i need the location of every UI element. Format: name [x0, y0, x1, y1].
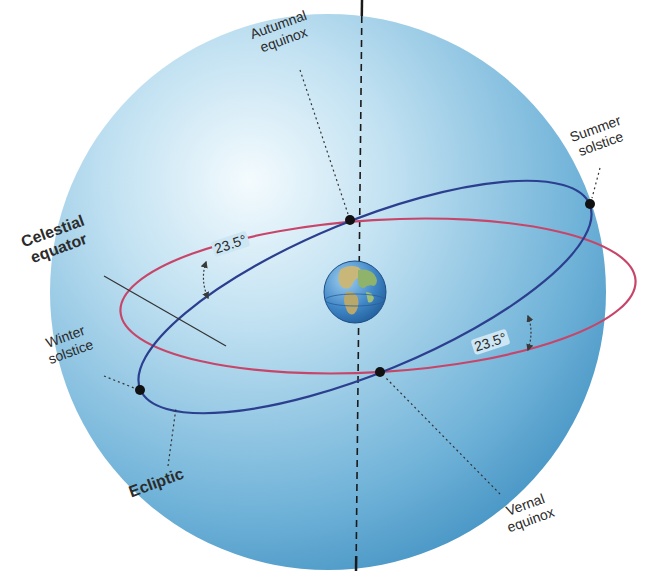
angle-arrow: [528, 316, 531, 350]
label-text: Ecliptic: [127, 465, 186, 500]
angle-arrow: [203, 262, 208, 298]
ecliptic: [111, 134, 618, 460]
leader-line: [104, 376, 134, 388]
circle-label: Ecliptic: [127, 465, 187, 502]
point-label: Vernal equinox: [489, 485, 568, 540]
celestial-equator: [116, 204, 640, 387]
angle-label: 23.5°: [210, 231, 250, 258]
leader-line: [385, 377, 500, 494]
label-text: Summer solstice: [568, 112, 626, 159]
axis-line: [355, 556, 358, 571]
leader-line: [104, 276, 226, 346]
point-label: Winter solstice: [29, 317, 108, 372]
label-text: 23.5°: [210, 231, 250, 258]
leader-line: [300, 70, 348, 214]
celestial-sphere: [50, 14, 606, 570]
circle-label: Celestial equator: [5, 207, 108, 274]
point-marker: [345, 215, 355, 225]
label-text: 23.5°: [470, 329, 510, 356]
leader-line: [592, 168, 600, 198]
leader-line: [168, 408, 176, 466]
label-text: Vernal equinox: [504, 490, 557, 535]
label-text: Celestial equator: [19, 212, 90, 267]
label-text: Autumnal equinox: [248, 7, 310, 56]
earth: [324, 261, 386, 323]
point-marker: [585, 199, 595, 209]
point-label: Autumnal equinox: [237, 3, 325, 61]
point-label: Summer solstice: [559, 109, 638, 164]
point-marker: [375, 367, 385, 377]
point-marker: [135, 385, 145, 395]
angle-label: 23.5°: [470, 329, 510, 356]
label-text: Winter solstice: [43, 322, 95, 367]
axis-line: [361, 0, 364, 16]
